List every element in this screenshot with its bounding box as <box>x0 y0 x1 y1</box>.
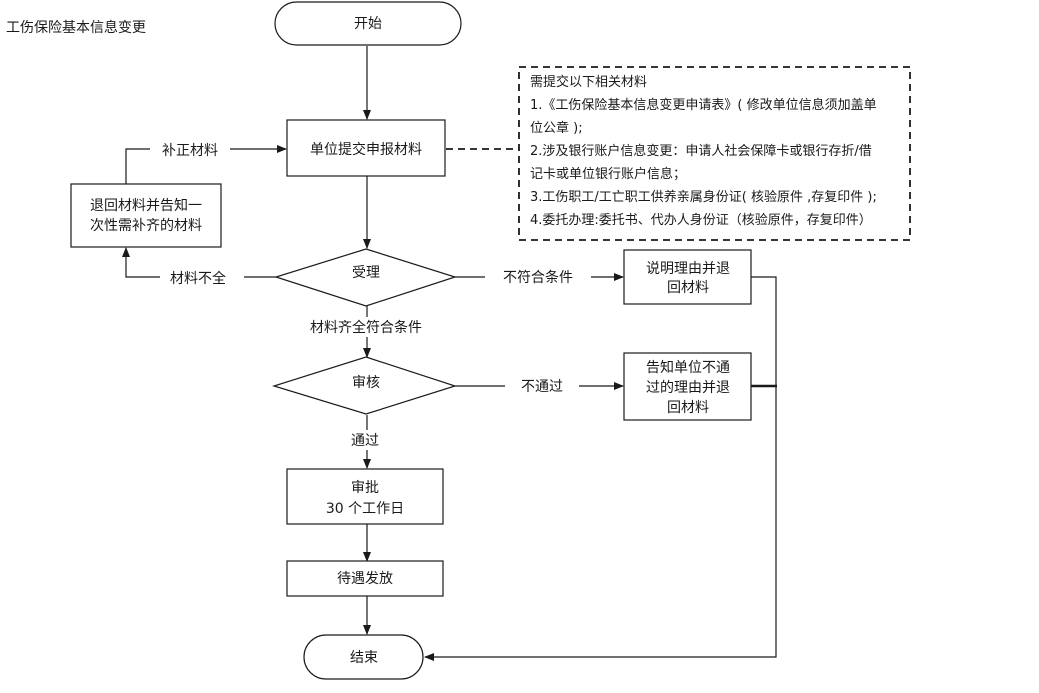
start-label: 开始 <box>354 16 382 32</box>
edge-label-supplement: 补正材料 <box>162 143 218 159</box>
edge-label-passed: 通过 <box>351 433 379 449</box>
notify-fail-line3: 回材料 <box>667 400 709 416</box>
reject-return-line2: 回材料 <box>667 280 709 296</box>
review-decision <box>271 356 457 415</box>
review-label: 审核 <box>352 375 380 391</box>
notify-fail-line2: 过的理由并退 <box>646 380 730 396</box>
approve-line2: 30 个工作日 <box>326 501 404 517</box>
note-line-6: 4.委托办理:委托书、代办人身份证（核验原件，存复印件） <box>530 212 872 228</box>
edge-label-incomplete: 材料不全 <box>170 270 226 287</box>
payout-label: 待遇发放 <box>337 571 393 587</box>
return-materials-line1: 退回材料并告知一 <box>90 197 202 214</box>
reject-return-box <box>623 249 752 305</box>
payout-box <box>286 560 444 597</box>
approve-line1: 审批 <box>351 480 379 496</box>
note-line-0: 需提交以下相关材料 <box>530 74 647 90</box>
edge-label-not-passed: 不通过 <box>521 379 563 395</box>
notify-fail-box <box>623 352 752 421</box>
edge-label-complete-qualified: 材料齐全符合条件 <box>310 319 422 336</box>
note-line-1: 1.《工伤保险基本信息变更申请表》( 修改单位信息须加盖单 <box>530 97 877 113</box>
edge-return-submit <box>125 145 287 184</box>
accept-label: 受理 <box>352 265 380 281</box>
materials-note-box <box>518 66 911 241</box>
note-line-3: 2.涉及银行账户信息变更：申请人社会保障卡或银行存折/借 <box>530 143 872 159</box>
accept-decision <box>274 248 457 307</box>
end-label: 结束 <box>350 650 378 666</box>
reject-return-line1: 说明理由并退 <box>646 261 730 277</box>
edge-label-not-qualified: 不符合条件 <box>503 269 573 286</box>
return-materials-line2: 次性需补齐的材料 <box>90 218 202 234</box>
diagram-title: 工伤保险基本信息变更 <box>6 19 146 36</box>
note-line-4: 记卡或单位银行账户信息； <box>530 166 686 182</box>
submit-box <box>286 119 446 177</box>
approve-box <box>286 468 444 525</box>
submit-label: 单位提交申报材料 <box>310 141 422 158</box>
notify-fail-line1: 告知单位不通 <box>646 359 730 376</box>
end-terminal <box>303 634 424 680</box>
start-terminal <box>274 1 462 46</box>
note-line-2: 位公章 ); <box>530 120 583 136</box>
return-materials-box <box>70 183 222 248</box>
edge-reject-end <box>424 276 777 661</box>
note-line-5: 3.工伤职工/工亡职工供养亲属身份证( 核验原件 ,存复印件 ); <box>530 189 877 205</box>
